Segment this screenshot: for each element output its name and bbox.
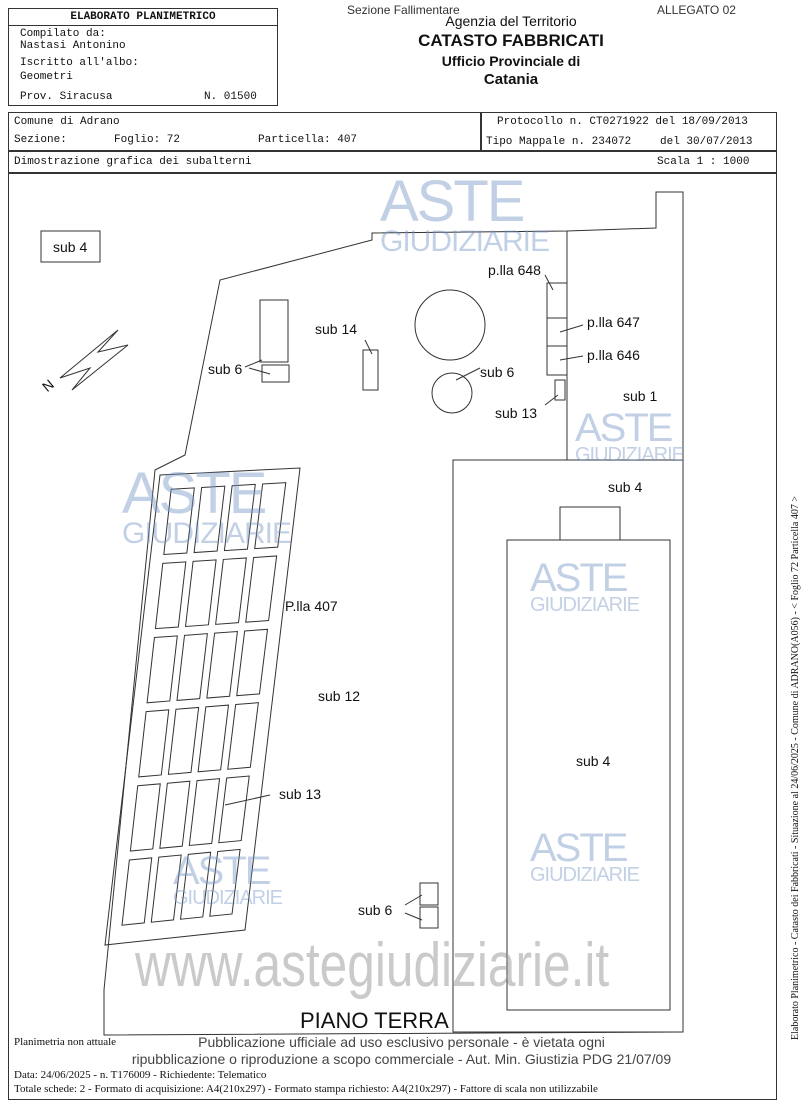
parking-stall [138,709,170,778]
parking-stall [129,783,161,852]
register-label: Iscritto all'albo: [20,57,139,69]
parking-stall [163,487,195,556]
not-current-note: Planimetria non attuale [14,1036,117,1048]
parking-stall [236,628,269,697]
parking-stall [197,704,230,773]
parking-stall [223,483,256,552]
parking-stall [206,630,239,699]
floor-label: PIANO TERRA [300,1008,449,1033]
scale: Scala 1 : 1000 [657,156,750,168]
publication-notice-1: Pubblicazione ufficiale ad uso esclusivo… [198,1034,605,1050]
parking-stall [176,633,208,701]
north-label: N [39,376,57,395]
label-sub13-bottom: sub 13 [279,786,321,802]
parking-stall [179,851,212,920]
totals-line: Totale schede: 2 - Formato di acquisizio… [14,1083,598,1095]
office-city: Catania [483,71,539,88]
tipo-mappale: Tipo Mappale n. 234072 [486,136,632,148]
label-sub4-center: sub 4 [576,753,610,769]
label-plla648: p.lla 648 [488,262,541,278]
parking-stall [215,557,247,625]
data-line: Data: 24/06/2025 - n. T176009 - Richiede… [14,1069,267,1081]
compiler-box: ELABORATO PLANIMETRICO Compilato da: Nas… [8,8,278,106]
register: Geometri [20,71,73,83]
sezione: Sezione: [14,134,67,146]
province: Prov. Siracusa [20,91,113,103]
label-sub4-right: sub 4 [608,479,642,495]
parking-stall [167,706,200,775]
label-plla407: P.lla 407 [285,598,338,614]
foglio: Foglio: 72 [114,134,181,146]
attachment-label: ALLEGATO 02 [657,3,736,17]
parking-stall [184,559,217,628]
particella: Particella: 407 [258,134,358,146]
parking-stall [146,635,178,704]
label-sub13-top: sub 13 [495,405,537,421]
parking-stall [193,485,226,554]
parking-stall [218,775,250,844]
protocollo: Protocollo n. CT0271922 del 18/09/2013 [497,116,748,128]
watermark-url: www.astegiudiziarie.it [135,931,610,1000]
agency-name: Agenzia del Territorio [445,13,577,29]
north-arrow-icon [59,329,129,391]
comune: Comune di Adrano [14,116,120,128]
document-title: ELABORATO PLANIMETRICO [9,9,277,26]
parking-stall [188,778,221,847]
tipo-mappale-date: del 30/07/2013 [660,136,753,148]
parking-stall [154,561,187,630]
label-sub6-left: sub 6 [208,361,242,377]
parking-stall [150,854,182,923]
parking-stall [245,555,278,623]
label-sub4-topleft: sub 4 [53,239,87,255]
label-sub1: sub 1 [623,388,657,404]
sub4-topleft-box [40,230,101,263]
parking-stall [227,702,259,770]
label-sub6-bottom: sub 6 [358,902,392,918]
side-caption: Elaborato Planimetrico - Catasto dei Fab… [790,496,801,1040]
compiled-by: Nastasi Antonino [20,40,126,52]
section-label: Sezione Fallimentare [347,3,460,17]
building-right [452,459,684,1033]
slanted-building [104,467,301,946]
office-label: Ufficio Provinciale di [441,53,581,69]
publication-notice-2: ripubblicazione o riproduzione a scopo c… [131,1051,672,1067]
main-frame [8,112,777,1100]
description: Dimostrazione grafica dei subalterni [14,156,252,168]
register-number: N. 01500 [204,91,257,103]
label-plla647: p.lla 647 [587,314,640,330]
parking-stall [254,482,287,550]
compiled-by-label: Compilato da: [20,28,106,40]
parking-stall [121,857,153,926]
label-sub12: sub 12 [318,688,360,704]
parking-stall [209,848,241,917]
label-plla646: p.lla 646 [587,347,640,363]
catasto-title: CATASTO FABBRICATI [418,31,604,50]
label-sub14: sub 14 [315,321,357,337]
label-sub6-circle: sub 6 [480,364,514,380]
parking-stall [159,780,191,849]
